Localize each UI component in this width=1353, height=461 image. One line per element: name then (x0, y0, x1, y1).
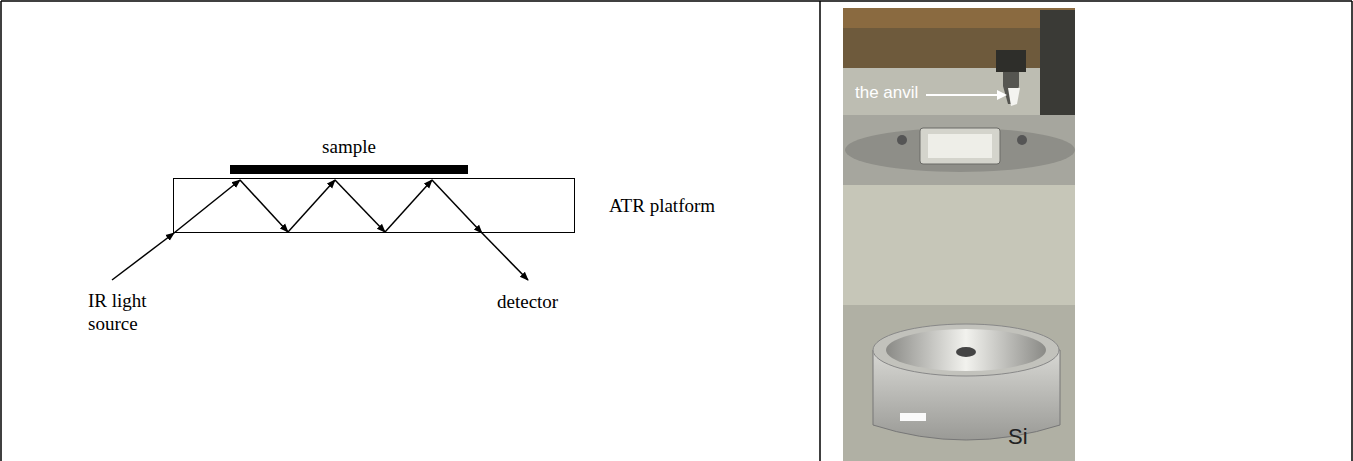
source-label: IR light source (88, 290, 168, 336)
anvil-label: the anvil (855, 83, 918, 103)
node-label: ATR platform (609, 195, 715, 218)
detector-label: detector (497, 291, 558, 314)
sample-bar: sample (230, 165, 468, 174)
node-label: sample (322, 136, 376, 159)
light-path (112, 180, 528, 280)
crystal-mark: Si (1008, 424, 1028, 450)
instrument-photo (843, 8, 1075, 461)
atr-platform: ATR platform (173, 178, 575, 233)
